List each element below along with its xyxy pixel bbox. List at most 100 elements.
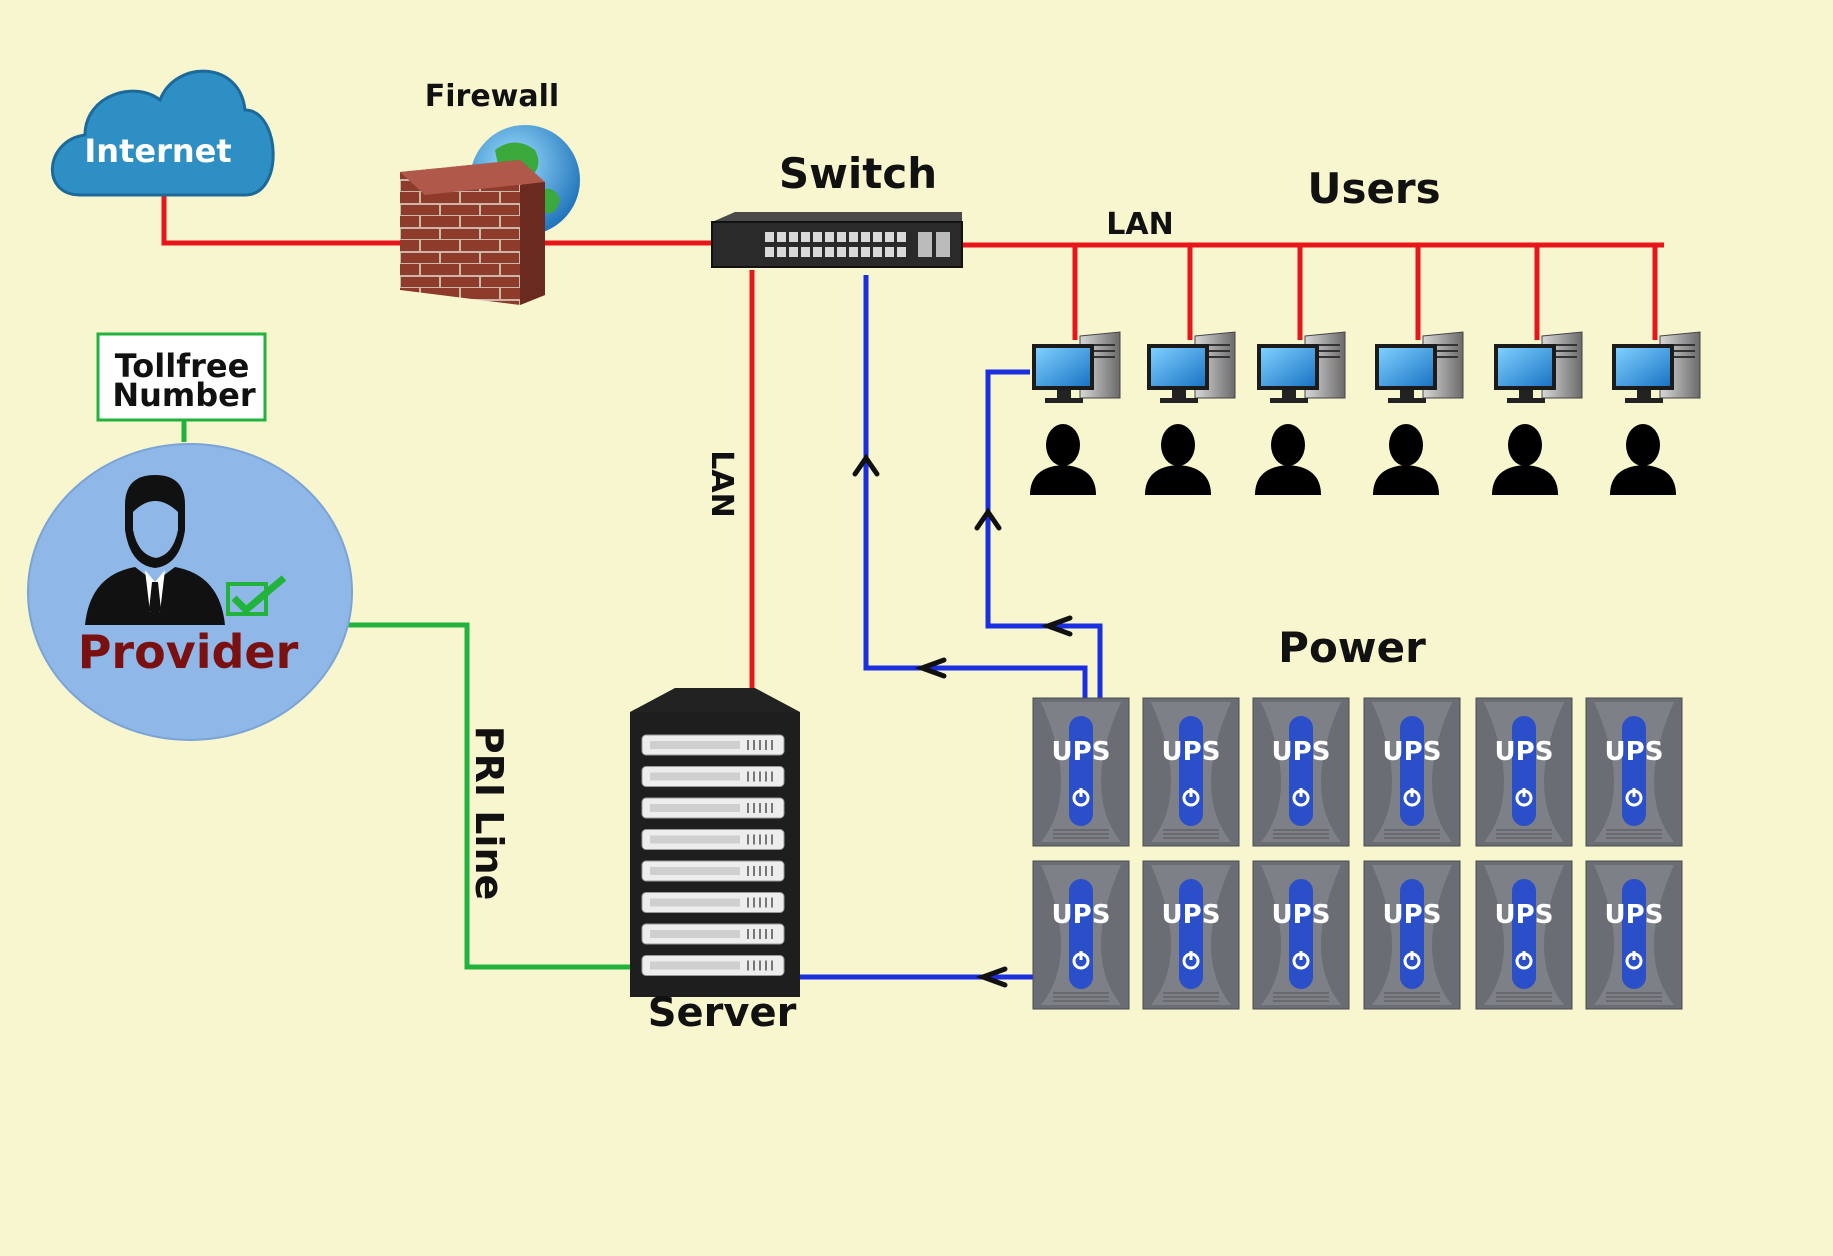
- switch-port: [897, 247, 906, 257]
- user-icon: [1373, 424, 1439, 495]
- server-bay: [641, 734, 785, 756]
- ups-unit: UPS: [1142, 860, 1240, 1010]
- switch-port: [873, 247, 882, 257]
- user-icon: [1255, 424, 1321, 495]
- server-bay: [641, 829, 785, 850]
- ups-band: [1400, 716, 1424, 826]
- ups-band: [1179, 716, 1203, 826]
- arrow-up-user: [974, 507, 1002, 531]
- arrow-left-server: [975, 966, 1008, 988]
- ups-unit: UPS: [1475, 697, 1573, 847]
- server-bay: [641, 860, 785, 882]
- server-rack-icon: Server: [630, 688, 800, 1036]
- ups-label: UPS: [1495, 900, 1554, 930]
- arrow-up-switch: [852, 453, 880, 477]
- user-workstation: [1373, 331, 1464, 495]
- computer-icon: [1147, 331, 1236, 403]
- pri-connection: [181, 419, 632, 970]
- ups-unit: UPS: [1142, 697, 1240, 847]
- user-drop-lines: [1072, 245, 1658, 340]
- user-workstation: [1255, 331, 1346, 495]
- ups-to-user-line: [985, 369, 1103, 700]
- switch-port: [849, 247, 858, 257]
- ups-unit: UPS: [1252, 697, 1350, 847]
- tollfree-box: Tollfree Number: [96, 332, 267, 422]
- switch-port: [825, 232, 834, 242]
- switch-port: [777, 247, 786, 257]
- switch-port: [765, 232, 774, 242]
- ups-band: [1069, 879, 1093, 989]
- server-bay: [641, 766, 785, 787]
- switch-port: [837, 232, 846, 242]
- internet-to-firewall-line: [161, 195, 400, 246]
- users-group: [1030, 331, 1701, 495]
- switch-icon: Switch: [711, 149, 963, 268]
- firewall-icon: Firewall: [400, 79, 580, 305]
- ups-label: UPS: [1605, 737, 1664, 767]
- ups-label: UPS: [1383, 737, 1442, 767]
- ups-band: [1512, 716, 1536, 826]
- internet-cloud-icon: Internet: [51, 69, 275, 197]
- provider-node: Provider: [27, 443, 353, 741]
- server-bay: [641, 892, 785, 913]
- ups-unit: UPS: [1475, 860, 1573, 1010]
- lan-label-top: LAN: [1106, 207, 1173, 242]
- computer-icon: [1612, 331, 1701, 403]
- switch-port: [789, 247, 798, 257]
- ups-label: UPS: [1052, 900, 1111, 930]
- arrow-left-user: [1040, 615, 1073, 637]
- lan-connections: [161, 195, 1664, 688]
- ups-label: UPS: [1272, 900, 1331, 930]
- ups-band: [1400, 879, 1424, 989]
- ups-band: [1289, 716, 1313, 826]
- switch-uplink: [936, 232, 950, 257]
- internet-label: Internet: [84, 132, 231, 170]
- ups-label: UPS: [1605, 900, 1664, 930]
- ups-unit: UPS: [1032, 860, 1130, 1010]
- server-bay: [641, 923, 785, 945]
- power-label: Power: [1278, 623, 1426, 672]
- user-workstation: [1145, 331, 1236, 495]
- ups-label: UPS: [1495, 737, 1554, 767]
- power-arrows: [852, 453, 1073, 988]
- ups-unit: UPS: [1585, 860, 1683, 1010]
- user-workstation: [1610, 331, 1701, 495]
- user-workstation: [1492, 331, 1583, 495]
- switch-port: [813, 232, 822, 242]
- switch-port: [789, 232, 798, 242]
- ups-band: [1069, 716, 1093, 826]
- ups-label: UPS: [1052, 737, 1111, 767]
- ups-unit: UPS: [1363, 697, 1461, 847]
- switch-uplink: [918, 232, 932, 257]
- businessman-icon: [85, 475, 225, 625]
- user-icon: [1030, 424, 1096, 495]
- computer-icon: [1494, 331, 1583, 403]
- switch-port: [885, 232, 894, 242]
- switch-port: [849, 232, 858, 242]
- provider-label: Provider: [78, 625, 299, 679]
- server-label: Server: [648, 990, 797, 1036]
- power-connections: [800, 275, 1103, 980]
- arrow-left-switch: [914, 657, 947, 679]
- user-icon: [1145, 424, 1211, 495]
- ups-band: [1512, 879, 1536, 989]
- switch-port: [885, 247, 894, 257]
- switch-label: Switch: [779, 149, 937, 198]
- switch-ports: [765, 232, 950, 257]
- computer-icon: [1375, 331, 1464, 403]
- switch-port: [873, 232, 882, 242]
- ups-unit: UPS: [1252, 860, 1350, 1010]
- ups-label: UPS: [1272, 737, 1331, 767]
- user-icon: [1610, 424, 1676, 495]
- switch-port: [897, 232, 906, 242]
- ups-band: [1289, 879, 1313, 989]
- lan-label-vertical: LAN: [704, 450, 739, 517]
- pri-line-label: PRI Line: [467, 726, 511, 901]
- switch-port: [777, 232, 786, 242]
- ups-label: UPS: [1162, 900, 1221, 930]
- ups-band: [1622, 716, 1646, 826]
- ups-unit: UPS: [1585, 697, 1683, 847]
